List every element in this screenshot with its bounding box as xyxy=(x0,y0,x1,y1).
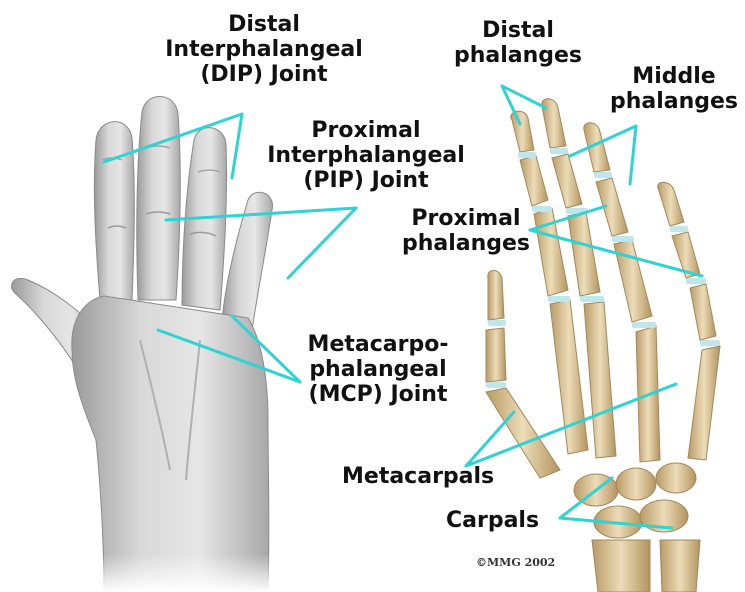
middle-phalanges-label-line-1: Middle xyxy=(604,64,744,89)
proximal-phalanges-label-line-2: phalanges xyxy=(396,231,536,256)
proximal-phalanges-label: Proximal phalanges xyxy=(396,206,536,256)
proximal-phalanges-label-line-1: Proximal xyxy=(396,206,536,231)
index-finger xyxy=(94,122,134,300)
distal-phalanges-label-line-2: phalanges xyxy=(448,43,588,68)
pip-joint-label-line-2: Interphalangeal xyxy=(252,143,480,168)
distal-phalanges-label-line-1: Distal xyxy=(448,18,588,43)
pip-joint-label-line-3: (PIP) Joint xyxy=(252,168,480,193)
mcp-joint-label-line-3: (MCP) Joint xyxy=(294,382,462,407)
middle-finger xyxy=(137,96,180,300)
dip-joint-label-line-3: (DIP) Joint xyxy=(150,62,378,87)
carpals-label: Carpals xyxy=(446,508,539,533)
metacarpals-label: Metacarpals xyxy=(342,464,494,489)
mcp-joint-label-line-2: phalangeal xyxy=(294,357,462,382)
pip-joint-label: Proximal Interphalangeal (PIP) Joint xyxy=(252,118,480,193)
pip-joint-label-line-1: Proximal xyxy=(252,118,480,143)
copyright-notice: ©MMG 2002 xyxy=(476,556,555,569)
hand-illustration xyxy=(12,96,290,592)
mcp-joint-label: Metacarpo- phalangeal (MCP) Joint xyxy=(294,332,462,407)
dip-joint-label-line-2: Interphalangeal xyxy=(150,37,378,62)
distal-phalanges-label: Distal phalanges xyxy=(448,18,588,68)
mcp-joint-label-line-1: Metacarpo- xyxy=(294,332,462,357)
dip-joint-label-line-1: Distal xyxy=(150,12,378,37)
dip-joint-label: Distal Interphalangeal (DIP) Joint xyxy=(150,12,378,87)
middle-phalanges-label: Middle phalanges xyxy=(604,64,744,114)
middle-phalanges-label-line-2: phalanges xyxy=(604,89,744,114)
